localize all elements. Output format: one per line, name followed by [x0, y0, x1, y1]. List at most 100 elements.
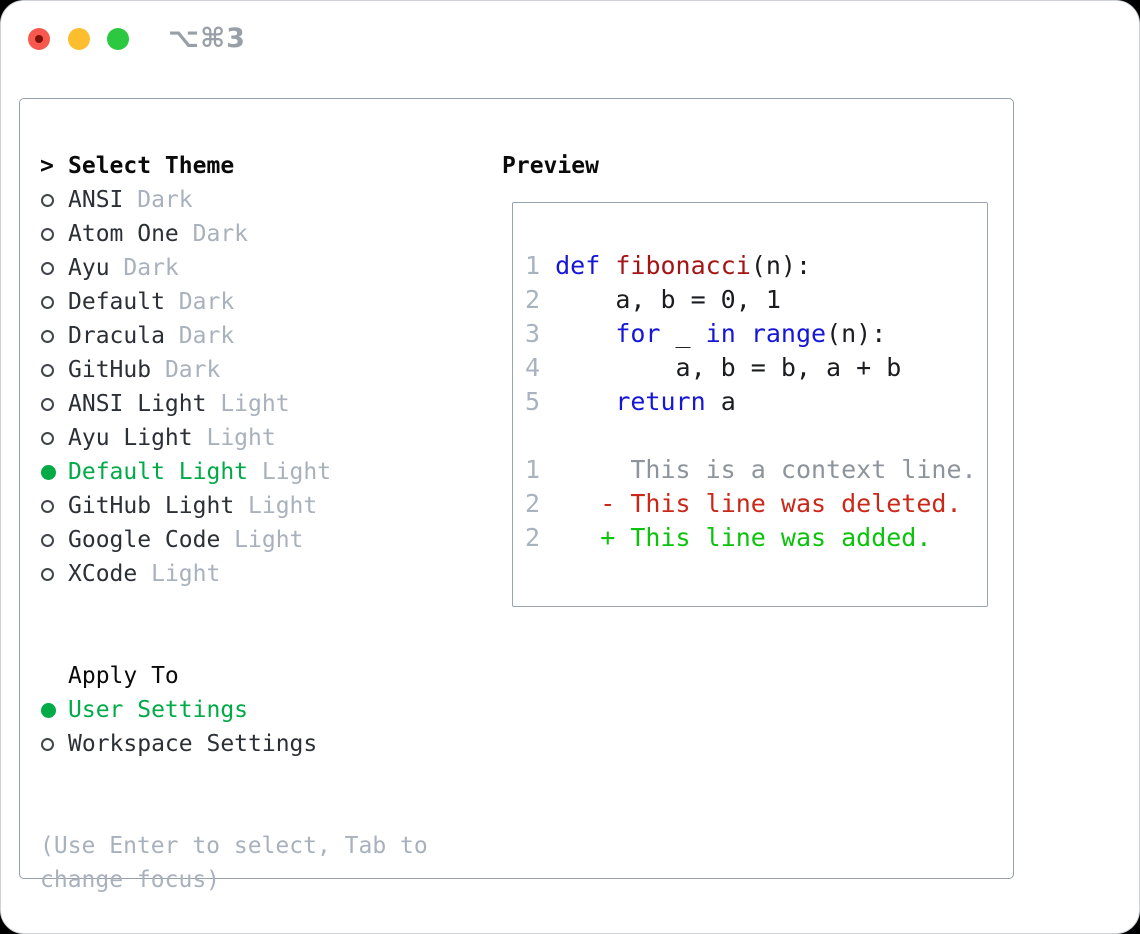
theme-option-label: Ayu Light — [68, 425, 193, 451]
line-number: 1 — [525, 455, 541, 484]
code-segment: + This line was added. — [600, 523, 932, 552]
theme-option-variant: Dark — [178, 289, 235, 315]
theme-option-label: ANSI — [68, 187, 124, 213]
theme-option[interactable]: Ayu Light Light — [40, 421, 428, 455]
code-segment — [540, 489, 600, 518]
code-segment: def — [555, 251, 601, 280]
theme-option[interactable]: ANSI Light Light — [40, 387, 428, 421]
radio-icon — [41, 329, 54, 343]
radio-icon — [41, 193, 54, 207]
preview-line: 5 return a — [525, 385, 987, 419]
radio-icon — [41, 499, 54, 513]
line-number: 1 — [525, 251, 541, 280]
code-segment: (n): — [826, 319, 887, 348]
code-segment: _ — [660, 319, 706, 348]
preview-line — [525, 419, 987, 453]
theme-option[interactable]: Ayu Dark — [40, 251, 428, 285]
apply-to-header: Apply To — [40, 659, 428, 693]
theme-option-variant: Light — [220, 391, 290, 417]
radio-icon — [41, 737, 54, 751]
radio-selected-icon — [41, 702, 56, 718]
preview-line: 2 a, b = 0, 1 — [525, 283, 987, 317]
preview-line: 1 def fibonacci(n): — [525, 249, 987, 283]
code-segment: in — [705, 319, 736, 348]
theme-option[interactable]: Dracula Dark — [40, 319, 428, 353]
select-theme-title: Select Theme — [68, 153, 235, 179]
code-segment: (n): — [750, 251, 812, 280]
code-segment: a — [705, 387, 736, 416]
radio-icon — [41, 567, 54, 581]
preview-title: Preview — [502, 153, 599, 179]
apply-to-option[interactable]: User Settings — [40, 693, 428, 727]
code-segment — [540, 319, 615, 348]
theme-option-variant: Dark — [123, 255, 179, 281]
theme-option-label: Default — [68, 289, 165, 315]
theme-option-variant: Light — [261, 459, 332, 485]
theme-option-label: Atom One — [68, 221, 179, 247]
select-theme-header: > Select Theme — [40, 149, 428, 183]
zoom-button[interactable] — [107, 28, 129, 50]
theme-option-variant: Light — [151, 561, 221, 587]
theme-option[interactable]: Default Light Light — [40, 455, 428, 489]
theme-option-label: XCode — [68, 561, 138, 587]
window-shortcut-label: ⌥⌘3 — [168, 23, 246, 54]
hint-text-line-2: change focus) — [40, 867, 221, 893]
spacer — [40, 761, 428, 829]
preview-line: 1 This is a context line. — [525, 453, 987, 487]
apply-to-option[interactable]: Workspace Settings — [40, 727, 428, 761]
line-number: 2 — [525, 285, 541, 314]
theme-option-variant: Light — [234, 527, 304, 553]
radio-icon — [41, 261, 54, 275]
close-button[interactable] — [28, 28, 50, 50]
line-number: 4 — [525, 353, 541, 382]
code-segment: for — [615, 319, 661, 348]
code-segment: This is a context line. — [630, 455, 977, 484]
theme-option-variant: Light — [248, 493, 318, 519]
radio-icon — [41, 533, 54, 547]
code-segment: a, b = 0, 1 — [540, 285, 781, 314]
apply-to-option-label: User Settings — [68, 697, 249, 723]
radio-icon — [41, 363, 54, 377]
theme-option-label: ANSI Light — [68, 391, 207, 417]
prompt-icon: > — [40, 153, 54, 179]
theme-option-label: Ayu — [68, 255, 110, 281]
spacer — [40, 591, 428, 659]
theme-option[interactable]: XCode Light — [40, 557, 428, 591]
theme-option-variant: Dark — [178, 323, 235, 349]
code-segment: return — [615, 387, 706, 416]
theme-option-label: Dracula — [68, 323, 165, 349]
apply-to-option-label: Workspace Settings — [68, 731, 318, 757]
line-number: 3 — [525, 319, 541, 348]
titlebar: ⌥⌘3 — [1, 1, 1139, 77]
code-segment — [540, 523, 600, 552]
code-segment — [736, 319, 751, 348]
theme-option-variant: Light — [206, 425, 276, 451]
hint-text-line-1: (Use Enter to select, Tab to — [40, 833, 428, 859]
theme-option-label: Default Light — [68, 459, 249, 485]
theme-option-label: GitHub Light — [68, 493, 235, 519]
theme-option-variant: Dark — [137, 187, 193, 213]
radio-icon — [41, 431, 54, 445]
radio-selected-icon — [41, 464, 56, 480]
theme-option-variant: Dark — [164, 357, 221, 383]
theme-option[interactable]: GitHub Light Light — [40, 489, 428, 523]
preview-line: 4 a, b = b, a + b — [525, 351, 987, 385]
apply-to-title: Apply To — [68, 663, 179, 689]
theme-option[interactable]: Default Dark — [40, 285, 428, 319]
code-segment — [540, 455, 630, 484]
theme-option[interactable]: ANSI Dark — [40, 183, 428, 217]
code-segment: fibonacci — [615, 251, 751, 280]
line-number: 2 — [525, 523, 541, 552]
code-segment — [600, 251, 615, 280]
minimize-button[interactable] — [68, 28, 90, 50]
